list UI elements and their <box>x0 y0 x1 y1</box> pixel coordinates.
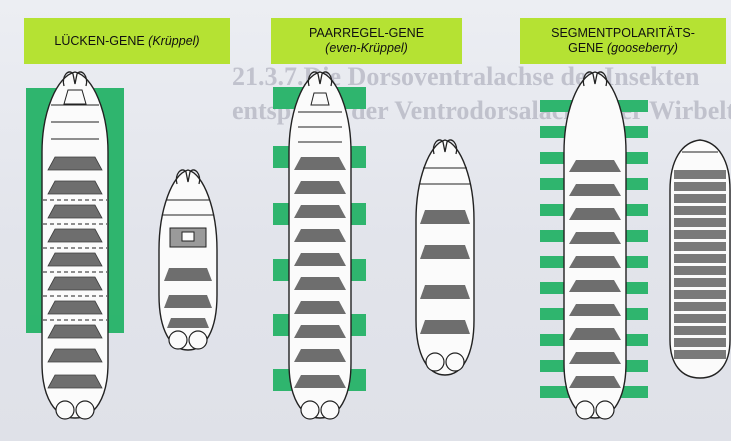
segment-polarity-denticle-band <box>569 208 621 220</box>
segment-polarity-denticle-band <box>569 160 621 172</box>
pair-rule-denticle-band <box>294 325 346 338</box>
pair-rule-mutant-denticle-band <box>420 245 470 259</box>
pair-rule-mutant-denticle-band <box>420 320 470 334</box>
segment-polarity-denticle-band <box>569 232 621 244</box>
pair-rule-wildtype-anal-lobe-right <box>321 401 339 419</box>
pair-rule-mutant-denticle-band <box>420 210 470 224</box>
segment-polarity-denticle-band <box>569 376 621 388</box>
segment-polarity-mutant-denticle-lawn <box>674 338 726 347</box>
gap-denticle-band <box>48 181 102 194</box>
segment-polarity-mutant-denticle-lawn <box>674 350 726 359</box>
pair-rule-denticle-band <box>294 229 346 242</box>
pair-rule-head-window <box>311 93 329 105</box>
segment-polarity-wildtype-embryo-outline <box>564 72 626 418</box>
gap-denticle-band <box>48 375 102 388</box>
segment-polarity-mutant-denticle-lawn <box>674 314 726 323</box>
segment-polarity-mutant-denticle-lawn <box>674 266 726 275</box>
pair-rule-denticle-band <box>294 349 346 362</box>
gap-mutant-anal-lobe-left <box>169 331 187 349</box>
segment-polarity-denticle-band <box>569 256 621 268</box>
gap-denticle-band <box>48 301 102 314</box>
pair-rule-wildtype-anal-lobe-left <box>301 401 319 419</box>
gap-denticle-band <box>48 157 102 170</box>
gap-wildtype-anal-lobe-left <box>56 401 74 419</box>
segment-polarity-wildtype-anal-lobe-left <box>576 401 594 419</box>
segment-polarity-denticle-band <box>569 280 621 292</box>
segment-polarity-mutant-denticle-lawn <box>674 254 726 263</box>
segment-polarity-mutant-denticle-lawn <box>674 278 726 287</box>
gap-mutant-denticle-band <box>164 268 212 281</box>
pair-rule-mutant-denticle-band <box>420 285 470 299</box>
gap-head-window <box>64 90 86 104</box>
segment-polarity-mutant-denticle-lawn <box>674 218 726 227</box>
gap-denticle-band <box>48 229 102 242</box>
gap-mutant-denticle-band <box>167 318 209 328</box>
segment-polarity-denticle-band <box>569 352 621 364</box>
gap-wildtype-embryo-outline <box>42 72 108 418</box>
pair-rule-mutant-anal-lobe-left <box>426 353 444 371</box>
gap-denticle-band <box>48 277 102 290</box>
gap-mutant-denticle-band <box>164 295 212 308</box>
pair-rule-denticle-band <box>294 375 346 388</box>
gap-denticle-band <box>48 205 102 218</box>
pair-rule-denticle-band <box>294 277 346 290</box>
pair-rule-denticle-band <box>294 253 346 266</box>
segment-polarity-denticle-band <box>569 304 621 316</box>
pair-rule-wildtype-embryo-outline <box>289 72 351 418</box>
gap-mutant-window <box>182 232 194 241</box>
pair-rule-denticle-band <box>294 205 346 218</box>
pair-rule-denticle-band <box>294 157 346 170</box>
segment-polarity-wildtype-anal-lobe-right <box>596 401 614 419</box>
segment-polarity-mutant-denticle-lawn <box>674 242 726 251</box>
segment-polarity-mutant-denticle-lawn <box>674 170 726 179</box>
gap-mutant-anal-lobe-right <box>189 331 207 349</box>
segment-polarity-mutant-denticle-lawn <box>674 194 726 203</box>
pair-rule-denticle-band <box>294 301 346 314</box>
gap-denticle-band <box>48 349 102 362</box>
gap-denticle-band <box>48 253 102 266</box>
pair-rule-denticle-band <box>294 181 346 194</box>
gap-denticle-band <box>48 325 102 338</box>
segment-polarity-denticle-band <box>569 184 621 196</box>
segment-polarity-mutant-denticle-lawn <box>674 326 726 335</box>
segment-polarity-denticle-band <box>569 328 621 340</box>
segment-polarity-mutant-denticle-lawn <box>674 230 726 239</box>
segment-polarity-mutant-denticle-lawn <box>674 206 726 215</box>
segment-polarity-mutant-denticle-lawn <box>674 302 726 311</box>
segment-polarity-mutant-denticle-lawn <box>674 290 726 299</box>
gap-wildtype-anal-lobe-right <box>76 401 94 419</box>
pair-rule-mutant-anal-lobe-right <box>446 353 464 371</box>
segment-polarity-mutant-denticle-lawn <box>674 182 726 191</box>
